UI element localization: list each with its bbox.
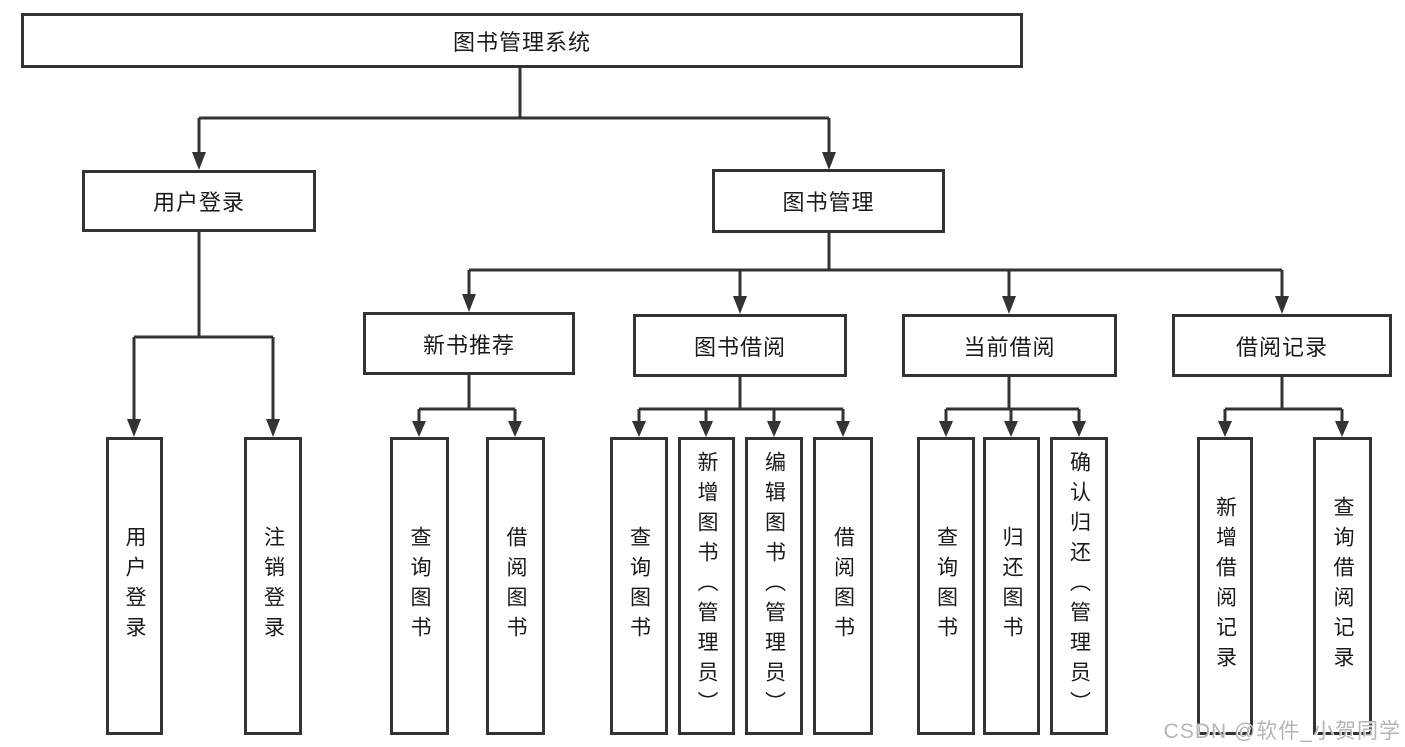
node-user-login-label: 用户登录	[152, 190, 245, 215]
leaf-query-books-borrow: 查询图书	[610, 437, 668, 735]
leaf-query-books-current-label: 查询图书	[934, 526, 958, 646]
leaf-borrow-books-recommend: 借阅图书	[486, 437, 545, 735]
node-book-management-label: 图书管理	[782, 190, 875, 215]
leaf-borrow-books-label: 借阅图书	[831, 526, 855, 646]
leaf-add-books-admin-label: 新增图书（管理员）	[695, 451, 718, 721]
leaf-query-books-current: 查询图书	[917, 437, 975, 735]
leaf-logout-label: 注销登录	[261, 526, 285, 646]
leaf-query-books-recommend: 查询图书	[390, 437, 449, 735]
leaf-query-borrow-record: 查询借阅记录	[1313, 437, 1372, 735]
leaf-query-books-recommend-label: 查询图书	[408, 526, 431, 646]
leaf-edit-books-admin: 编辑图书（管理员）	[745, 437, 803, 735]
node-current-borrow-label: 当前借阅	[963, 334, 1056, 360]
node-new-book-recommend: 新书推荐	[363, 312, 575, 375]
node-book-management: 图书管理	[712, 169, 945, 233]
leaf-add-borrow-record: 新增借阅记录	[1197, 437, 1253, 735]
leaf-query-borrow-record-label: 查询借阅记录	[1331, 496, 1354, 676]
leaf-logout: 注销登录	[244, 437, 302, 735]
node-user-login: 用户登录	[82, 170, 316, 232]
leaf-borrow-books-recommend-label: 借阅图书	[504, 526, 527, 646]
watermark: CSDN @软件_小贺同学	[1163, 720, 1401, 743]
leaf-borrow-books: 借阅图书	[813, 437, 873, 735]
leaf-user-login: 用户登录	[106, 437, 163, 735]
leaf-add-books-admin: 新增图书（管理员）	[678, 437, 735, 735]
leaf-query-books-borrow-label: 查询图书	[627, 526, 651, 646]
leaf-return-books-label: 归还图书	[1000, 526, 1023, 646]
leaf-confirm-return-admin: 确认归还（管理员）	[1050, 437, 1108, 735]
node-new-book-recommend-label: 新书推荐	[422, 332, 515, 358]
node-book-borrow: 图书借阅	[633, 314, 847, 377]
arrowhead-group	[127, 152, 1349, 437]
leaf-return-books: 归还图书	[983, 437, 1040, 735]
node-root-label: 图书管理系统	[452, 29, 591, 55]
leaf-add-borrow-record-label: 新增借阅记录	[1213, 496, 1237, 676]
node-book-borrow-label: 图书借阅	[693, 334, 786, 360]
leaf-user-login-label: 用户登录	[123, 526, 146, 646]
node-current-borrow: 当前借阅	[902, 314, 1117, 377]
leaf-edit-books-admin-label: 编辑图书（管理员）	[762, 451, 786, 721]
node-root: 图书管理系统	[21, 13, 1023, 68]
node-borrow-records: 借阅记录	[1172, 314, 1392, 377]
leaf-confirm-return-admin-label: 确认归还（管理员）	[1067, 451, 1091, 721]
node-borrow-records-label: 借阅记录	[1235, 334, 1328, 360]
